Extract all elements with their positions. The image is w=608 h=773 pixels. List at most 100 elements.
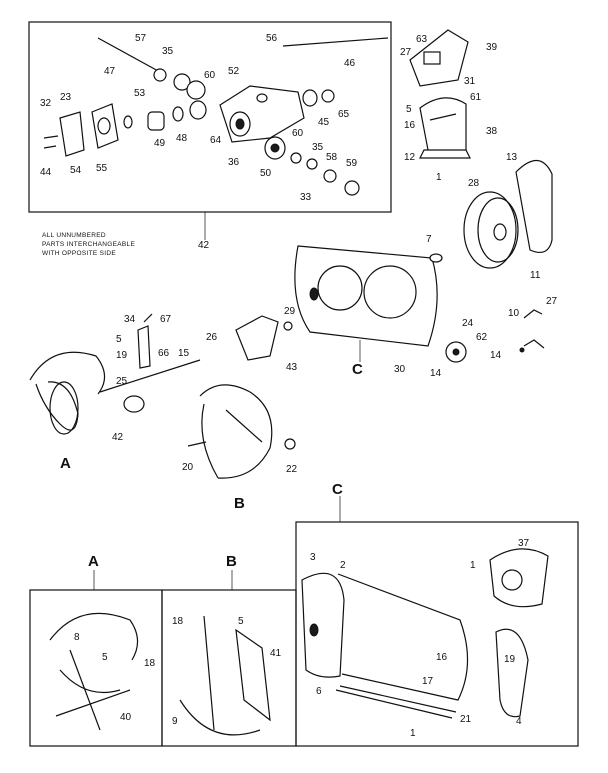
label-5: 5 <box>406 104 412 115</box>
label-27-main: 27 <box>546 296 558 307</box>
label-58: 58 <box>326 152 338 163</box>
side-plate-3 <box>301 572 345 678</box>
gearbox-42 <box>123 395 145 413</box>
chute-deflector-39 <box>409 29 469 87</box>
label-28: 28 <box>468 178 480 189</box>
label-15: 15 <box>178 348 190 359</box>
label-20: 20 <box>182 462 194 473</box>
label-48: 48 <box>176 133 188 144</box>
label-5-main: 5 <box>116 334 122 345</box>
label-52: 52 <box>228 66 240 77</box>
label-56: 56 <box>266 33 278 44</box>
label-62: 62 <box>476 332 488 343</box>
label-38: 38 <box>486 126 498 137</box>
belt-13 <box>515 159 553 253</box>
plate-23 <box>59 111 85 157</box>
label-33: 33 <box>300 192 312 203</box>
bearing-60b <box>186 80 206 100</box>
label-19-C: 19 <box>504 654 516 665</box>
label-16: 16 <box>404 120 416 131</box>
label-6: 6 <box>316 686 322 697</box>
note-line-2: PARTS INTERCHANGEABLE <box>42 241 135 248</box>
label-63: 63 <box>416 34 428 45</box>
label-11: 11 <box>530 270 541 281</box>
label-27: 27 <box>400 47 412 58</box>
washer-53 <box>123 115 133 129</box>
label-53: 53 <box>134 88 146 99</box>
washer-48 <box>172 106 184 122</box>
label-7: 7 <box>426 234 432 245</box>
auger-shaft <box>99 359 201 393</box>
label-31: 31 <box>464 76 476 87</box>
label-13: 13 <box>506 152 518 163</box>
label-18-B: 18 <box>172 616 184 627</box>
label-1-C: 1 <box>470 560 476 571</box>
note-line-3: WITH OPPOSITE SIDE <box>42 250 116 257</box>
label-66: 66 <box>158 348 170 359</box>
label-10: 10 <box>508 308 520 319</box>
label-60: 60 <box>204 70 216 81</box>
bearing-35 <box>153 68 167 82</box>
part-7 <box>429 253 443 263</box>
caption-A-inset: A <box>88 553 99 570</box>
label-55: 55 <box>96 163 108 174</box>
label-1-C2: 1 <box>410 728 416 739</box>
label-22: 22 <box>286 464 298 475</box>
label-61: 61 <box>470 92 482 103</box>
auger-A <box>29 351 106 395</box>
bearing-45 <box>302 89 318 107</box>
label-46: 46 <box>344 58 356 69</box>
label-47: 47 <box>104 66 116 77</box>
label-45: 45 <box>318 117 330 128</box>
spring-49 <box>147 111 165 131</box>
caption-B-main: B <box>234 495 245 512</box>
label-43: 43 <box>286 362 298 373</box>
label-39: 39 <box>486 42 498 53</box>
label-17: 17 <box>422 676 434 687</box>
ring-65 <box>321 89 335 103</box>
gear-64 <box>189 100 207 120</box>
bearing-59 <box>344 180 360 196</box>
label-35: 35 <box>162 46 174 57</box>
label-23: 23 <box>60 92 72 103</box>
label-65: 65 <box>338 109 350 120</box>
label-64: 64 <box>210 135 222 146</box>
label-26: 26 <box>206 332 218 343</box>
label-5-A: 5 <box>102 652 108 663</box>
label-8-A: 8 <box>74 632 80 643</box>
label-59: 59 <box>346 158 358 169</box>
label-14a: 14 <box>430 368 442 379</box>
auger-B <box>199 384 273 479</box>
label-36: 36 <box>228 157 240 168</box>
auger-housing-C <box>294 245 438 347</box>
chute-38 <box>419 97 467 156</box>
label-41: 41 <box>270 648 282 659</box>
chute-base-37 <box>489 548 549 608</box>
label-29: 29 <box>284 306 296 317</box>
label-54: 54 <box>70 165 82 176</box>
gearbox-detail-box <box>28 21 392 213</box>
label-57: 57 <box>135 33 147 44</box>
label-3: 3 <box>310 552 316 563</box>
caption-A-main: A <box>60 455 71 472</box>
label-24: 24 <box>462 318 474 329</box>
bracket-66 <box>137 325 151 369</box>
label-19: 19 <box>116 350 128 361</box>
label-44: 44 <box>40 167 52 178</box>
shaft-47 <box>97 37 161 73</box>
label-42-main: 42 <box>112 432 124 443</box>
label-21: 21 <box>460 714 472 725</box>
caption-C-inset: C <box>332 481 343 498</box>
label-16-C: 16 <box>436 652 448 663</box>
bearing-60 <box>173 73 191 91</box>
label-34: 34 <box>124 314 136 325</box>
note-line-1: ALL UNNUMBERED <box>42 232 106 239</box>
label-2: 2 <box>340 560 346 571</box>
label-32: 32 <box>40 98 52 109</box>
label-5-B: 5 <box>238 616 244 627</box>
label-14b: 14 <box>490 350 502 361</box>
label-30: 30 <box>394 364 406 375</box>
label-42-top: 42 <box>198 240 210 251</box>
inset-B-box <box>161 589 297 747</box>
